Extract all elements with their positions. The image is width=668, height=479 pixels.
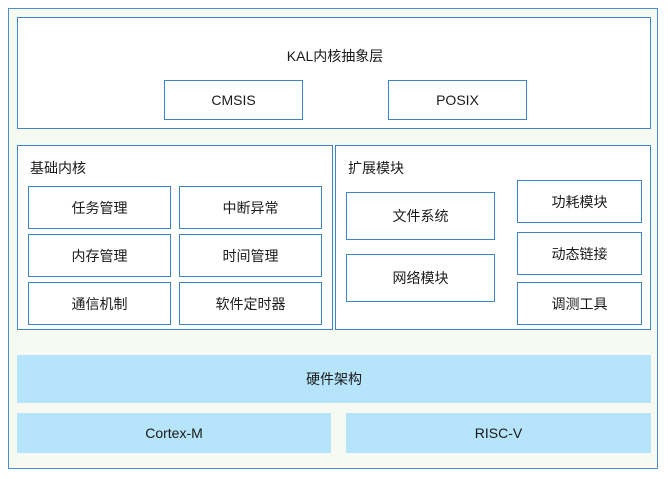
hardware-platform-cortex-m[interactable]: Cortex-M [17, 413, 331, 453]
kernel-module-interrupt-exception[interactable]: 中断异常 [179, 186, 322, 229]
kernel-module-task-management[interactable]: 任务管理 [28, 186, 171, 229]
extension-module-power-consumption[interactable]: 功耗模块 [517, 180, 642, 223]
kal-layer-title: KAL内核抽象层 [286, 48, 384, 64]
kernel-module-memory-management[interactable]: 内存管理 [28, 234, 171, 277]
hardware-architecture-bar: 硬件架构 [17, 355, 651, 403]
kernel-module-software-timer[interactable]: 软件定时器 [179, 282, 322, 325]
basic-kernel-panel: 基础内核 任务管理 中断异常 内存管理 时间管理 通信机制 软件定时器 [17, 145, 333, 330]
extension-module-network[interactable]: 网络模块 [346, 254, 495, 302]
extension-module-dynamic-linking[interactable]: 动态链接 [517, 232, 642, 275]
basic-kernel-title: 基础内核 [30, 160, 86, 176]
kernel-module-communication[interactable]: 通信机制 [28, 282, 171, 325]
kal-layer-panel: KAL内核抽象层 CMSIS POSIX [17, 17, 651, 129]
extension-modules-panel: 扩展模块 文件系统 网络模块 功耗模块 动态链接 调测工具 [335, 145, 651, 330]
extension-modules-title: 扩展模块 [348, 160, 404, 176]
architecture-diagram: KAL内核抽象层 CMSIS POSIX 基础内核 任务管理 中断异常 内存管理… [8, 8, 658, 469]
extension-module-file-system[interactable]: 文件系统 [346, 192, 495, 240]
kal-module-cmsis[interactable]: CMSIS [164, 80, 303, 120]
extension-module-debug-tools[interactable]: 调测工具 [517, 282, 642, 325]
kernel-module-time-management[interactable]: 时间管理 [179, 234, 322, 277]
kal-module-posix[interactable]: POSIX [388, 80, 527, 120]
hardware-platform-risc-v[interactable]: RISC-V [346, 413, 651, 453]
